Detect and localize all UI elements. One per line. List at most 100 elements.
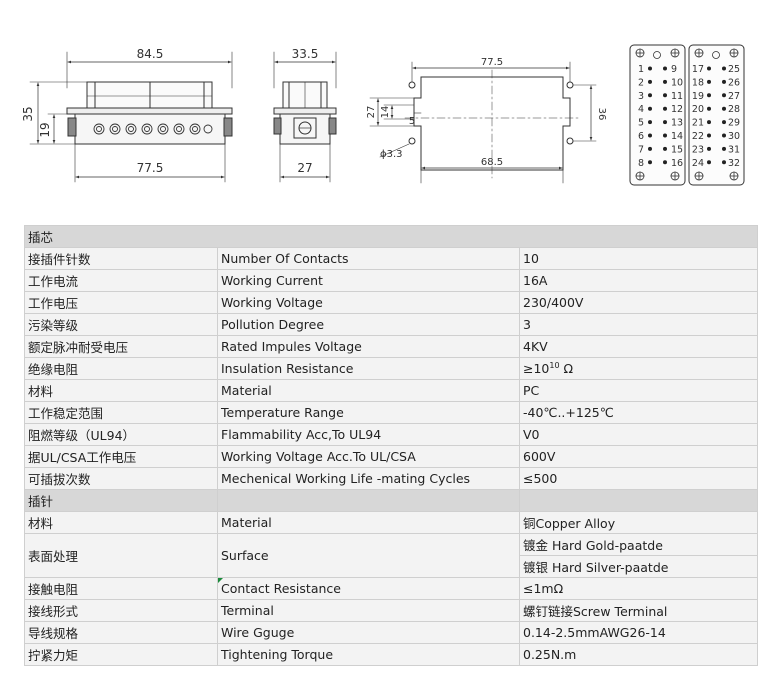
cell-en: Mechenical Working Life -mating Cycles bbox=[217, 467, 520, 490]
cell-value: 铜Copper Alloy bbox=[519, 511, 758, 534]
pin-dot bbox=[648, 66, 652, 71]
pin-dot bbox=[663, 93, 667, 98]
pin-label: 22 bbox=[692, 131, 704, 142]
cell-en: Rated Impules Voltage bbox=[217, 335, 520, 358]
pin-dot bbox=[722, 133, 726, 138]
pin-dot bbox=[707, 133, 711, 138]
pin-dot bbox=[648, 79, 652, 84]
pin-dot bbox=[722, 66, 726, 71]
pin-dot bbox=[707, 160, 711, 165]
pin-label: 23 bbox=[692, 144, 704, 155]
cell-value: -40℃..+125℃ bbox=[519, 401, 758, 424]
panel-hole-diameter-label: ϕ3.3 bbox=[380, 149, 403, 160]
pin-label: 21 bbox=[692, 118, 704, 129]
pin-dot bbox=[648, 106, 652, 111]
table-row: 接线形式 Terminal 螺钉链接Screw Terminal bbox=[24, 599, 758, 622]
cell-en: Working Voltage bbox=[217, 291, 520, 314]
cell-en: Contact Resistance bbox=[217, 577, 520, 600]
pin-dot bbox=[663, 120, 667, 125]
section-title: 插芯 bbox=[24, 225, 758, 248]
front-width-bottom-label: 77.5 bbox=[137, 161, 164, 175]
cell-cn: 接插件针数 bbox=[24, 247, 218, 270]
cell-en: Material bbox=[217, 511, 520, 534]
cell-cn: 据UL/CSA工作电压 bbox=[24, 445, 218, 468]
value-exponent: 10 bbox=[549, 360, 560, 370]
table-row: 导线规格 Wire Gguge 0.14-2.5mmAWG26-14 bbox=[24, 621, 758, 644]
pin-label: 30 bbox=[728, 131, 740, 142]
front-height-body-label: 19 bbox=[38, 122, 52, 137]
cell-cn: 工作电压 bbox=[24, 291, 218, 314]
table-row: 镀银 Hard Silver-paatde bbox=[25, 555, 758, 578]
cell-value: 16A bbox=[519, 269, 758, 292]
spec-table-container: 插芯 接插件针数 Number Of Contacts 10 工作电流 Work… bbox=[24, 225, 758, 666]
pin-label: 16 bbox=[671, 158, 683, 169]
cell-cn: 阻燃等级（UL94） bbox=[24, 423, 218, 446]
cell-value: 10 bbox=[519, 247, 758, 270]
table-row: 工作稳定范围 Temperature Range -40℃..+125℃ bbox=[24, 401, 758, 424]
table-row: 材料 Material PC bbox=[24, 379, 758, 402]
pin-dot bbox=[722, 146, 726, 151]
table-row: 材料 Material 铜Copper Alloy bbox=[24, 511, 758, 534]
pin-label: 28 bbox=[728, 104, 740, 115]
value-unit: Ω bbox=[559, 361, 574, 376]
cell-en: Surface bbox=[217, 533, 520, 578]
cell-en: Flammability Acc,To UL94 bbox=[217, 423, 520, 446]
pin-label: 27 bbox=[728, 91, 740, 102]
pin-label: 24 bbox=[692, 158, 704, 169]
cell-cn: 材料 bbox=[24, 511, 218, 534]
pin-dot bbox=[722, 93, 726, 98]
pin-label: 5 bbox=[638, 118, 644, 129]
table-row: 工作电压 Working Voltage 230/400V bbox=[24, 291, 758, 314]
pin-label: 8 bbox=[638, 158, 644, 169]
pin-dot bbox=[648, 133, 652, 138]
table-row: 接插件针数 Number Of Contacts 10 bbox=[24, 247, 758, 270]
pin-dot bbox=[722, 79, 726, 84]
pin-label: 4 bbox=[638, 104, 644, 115]
pin-label: 31 bbox=[728, 144, 740, 155]
pin-label: 9 bbox=[671, 64, 677, 75]
pin-dot bbox=[648, 120, 652, 125]
pin-label: 7 bbox=[638, 144, 644, 155]
pin-label: 3 bbox=[638, 91, 644, 102]
cell-value: 0.25N.m bbox=[519, 643, 758, 666]
cell-cn: 可插拔次数 bbox=[24, 467, 218, 490]
pin-label: 15 bbox=[671, 144, 683, 155]
section-filler bbox=[519, 489, 758, 512]
pin-dot bbox=[707, 93, 711, 98]
front-view-drawing bbox=[29, 51, 233, 183]
side-width-top-label: 33.5 bbox=[292, 47, 319, 61]
section-filler bbox=[217, 489, 520, 512]
pin-label: 25 bbox=[728, 64, 740, 75]
pin-label: 1 bbox=[638, 64, 644, 75]
table-row: 接触电阻 Contact Resistance ≤1mΩ bbox=[24, 577, 758, 600]
section-header-pin: 插针 bbox=[24, 489, 758, 512]
pin-label: 17 bbox=[692, 64, 704, 75]
cell-value: 0.14-2.5mmAWG26-14 bbox=[519, 621, 758, 644]
table-row: 额定脉冲耐受电压 Rated Impules Voltage 4KV bbox=[24, 335, 758, 358]
cell-en: Pollution Degree bbox=[217, 313, 520, 336]
table-row: 可插拔次数 Mechenical Working Life -mating Cy… bbox=[24, 467, 758, 490]
cell-en: Number Of Contacts bbox=[217, 247, 520, 270]
cell-cn: 导线规格 bbox=[24, 621, 218, 644]
pin-dot bbox=[663, 106, 667, 111]
cell-value: 镀金 Hard Gold-paatde bbox=[519, 533, 758, 556]
pin-label: 11 bbox=[671, 91, 683, 102]
pin-dot bbox=[722, 120, 726, 125]
value-prefix: ≥10 bbox=[523, 361, 550, 376]
panel-cutout-drawing bbox=[369, 61, 597, 184]
table-row: 表面处理 Surface 镀金 Hard Gold-paatde bbox=[24, 533, 758, 578]
cell-value: 螺钉链接Screw Terminal bbox=[519, 599, 758, 622]
table-row: 绝缘电阻 Insulation Resistance ≥1010 Ω bbox=[24, 357, 758, 380]
cell-en: Material bbox=[217, 379, 520, 402]
pin-layout-left: 1 2 3 4 5 6 7 8 9 10 11 12 13 14 15 16 bbox=[629, 44, 686, 186]
table-row: 污染等级 Pollution Degree 3 bbox=[24, 313, 758, 336]
spec-table: 插芯 接插件针数 Number Of Contacts 10 工作电流 Work… bbox=[24, 225, 758, 666]
pin-label: 26 bbox=[728, 77, 740, 88]
panel-hole-span-y-label: 36 bbox=[596, 108, 607, 121]
cell-en: Temperature Range bbox=[217, 401, 520, 424]
cell-value: ≥1010 Ω bbox=[519, 357, 758, 380]
pin-label: 10 bbox=[671, 77, 683, 88]
pin-dot bbox=[648, 93, 652, 98]
pin-dot bbox=[722, 106, 726, 111]
pin-dot bbox=[707, 79, 711, 84]
